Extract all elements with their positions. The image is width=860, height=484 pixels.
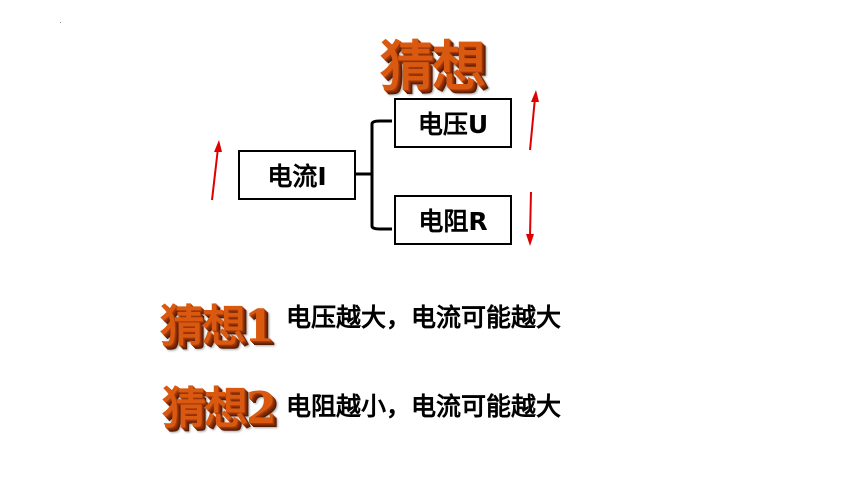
arrow-up-voltage-icon	[529, 90, 539, 151]
stray-dot	[60, 22, 61, 23]
title-guess: 猜想	[380, 34, 486, 98]
guess1-text: 电压越大，电流可能越大	[286, 303, 562, 332]
arrow-down-resistance-icon	[526, 191, 534, 246]
resistance-box: 电阻R	[394, 195, 512, 245]
guess2-text: 电阻越小，电流可能越大	[286, 392, 562, 421]
current-box: 电流I	[238, 150, 356, 200]
guess2-tag: 猜想2	[162, 383, 277, 434]
voltage-box: 电压U	[394, 98, 512, 148]
bracket-connector	[356, 119, 392, 231]
arrow-up-current-icon	[211, 140, 222, 201]
guess1-tag: 猜想1	[160, 301, 275, 352]
